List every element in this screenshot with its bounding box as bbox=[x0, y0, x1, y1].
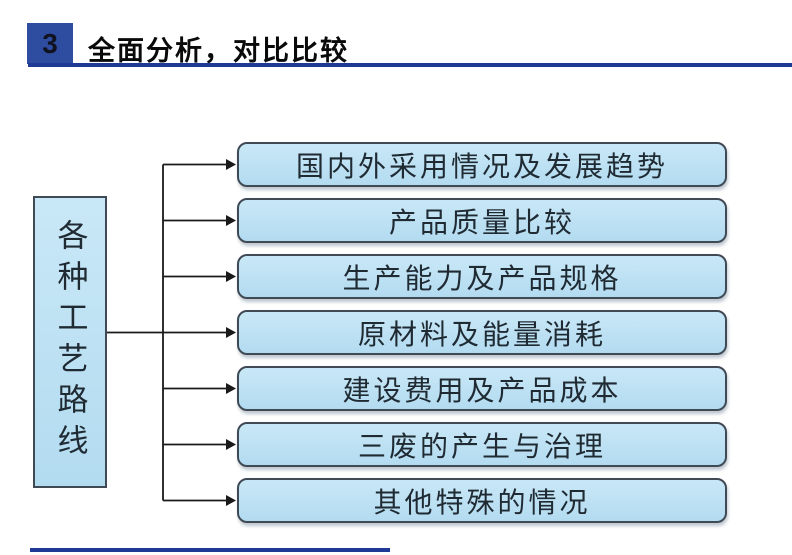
branch-box: 其他特殊的情况 bbox=[237, 478, 727, 523]
branch-box: 三废的产生与治理 bbox=[237, 422, 727, 467]
branch-box: 建设费用及产品成本 bbox=[237, 366, 727, 411]
section-number-badge: 3 bbox=[27, 23, 73, 64]
branch-box: 生产能力及产品规格 bbox=[237, 254, 727, 299]
branch-box: 产品质量比较 bbox=[237, 198, 727, 243]
header-divider bbox=[28, 63, 792, 67]
footer-divider bbox=[30, 548, 390, 552]
slide-title: 全面分析，对比比较 bbox=[88, 36, 349, 66]
root-node: 各种工艺路线 bbox=[33, 196, 107, 488]
branch-box: 原材料及能量消耗 bbox=[237, 310, 727, 355]
branch-box: 国内外采用情况及发展趋势 bbox=[237, 142, 727, 187]
